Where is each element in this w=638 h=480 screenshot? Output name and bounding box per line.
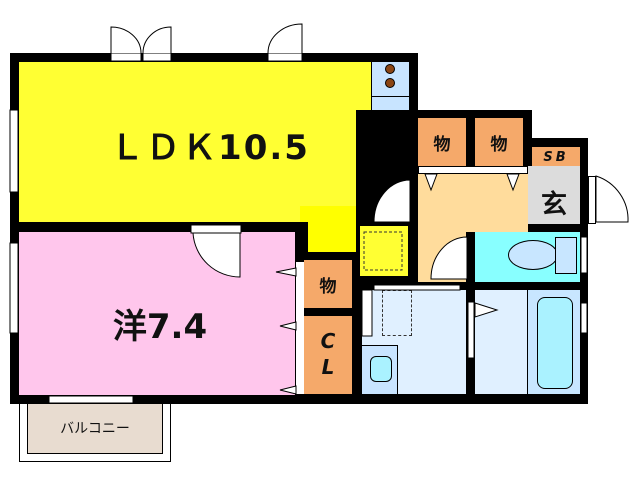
- stove-burner-icon: [385, 64, 395, 74]
- washing-machine-space: [360, 226, 408, 276]
- storage-2-label: 物: [490, 134, 508, 155]
- wall-sb-top: [532, 138, 588, 147]
- hallway: [418, 174, 528, 232]
- storage-3-label: 物: [319, 276, 337, 297]
- toilet-bowl-icon: [508, 240, 558, 270]
- wall-cover: [532, 110, 638, 138]
- closet-doors: [296, 262, 304, 394]
- storage-door-strip: [418, 166, 528, 174]
- basin-bowl-icon: [370, 356, 392, 382]
- stove-divider: [371, 96, 409, 97]
- genkan: [528, 166, 580, 224]
- shoe-box-label: SB: [543, 149, 569, 165]
- storage-1: [418, 118, 466, 166]
- ldk-corner-fill: [300, 206, 356, 252]
- bathtub-icon: [537, 297, 573, 389]
- toilet-tank-icon: [555, 237, 577, 274]
- wall-cover: [420, 53, 638, 110]
- western-room-label: 洋7.4: [112, 306, 208, 347]
- closet: [304, 316, 352, 394]
- balcony-label: バルコニー: [60, 421, 130, 437]
- storage-2: [475, 118, 523, 166]
- western-room: [19, 232, 295, 395]
- storage-3: [304, 260, 352, 308]
- shoe-box: [532, 147, 580, 167]
- ldk-room: [19, 62, 371, 222]
- closet-label-c: C: [320, 329, 336, 353]
- closet-label-l: L: [321, 355, 335, 379]
- ldk-label: ＬＤＫ10.5: [110, 127, 310, 168]
- stove-burner-icon: [385, 78, 395, 88]
- balcony: [27, 402, 163, 454]
- genkan-label: 玄: [540, 189, 567, 220]
- storage-1-label: 物: [433, 134, 451, 155]
